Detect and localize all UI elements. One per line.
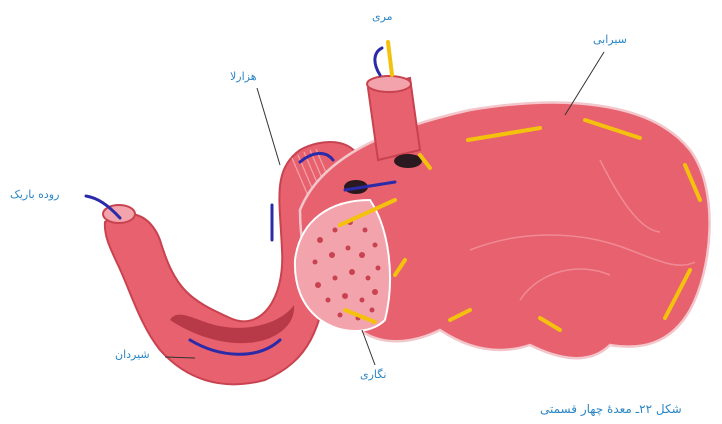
label-small-intestine: روده باریک [10, 188, 59, 201]
label-reticulum: نگاری [360, 368, 386, 381]
figure-caption: شکل ۲۲ـ معدهٔ چهار قسمتی [540, 402, 682, 416]
label-esophagus: مری [372, 10, 393, 23]
label-rumen: سیرابی [593, 33, 627, 46]
label-omasum: هزارلا [230, 70, 257, 83]
rumen-opening-top [394, 154, 422, 168]
esophagus-opening [367, 76, 411, 92]
label-abomasum: شیردان [115, 348, 150, 361]
